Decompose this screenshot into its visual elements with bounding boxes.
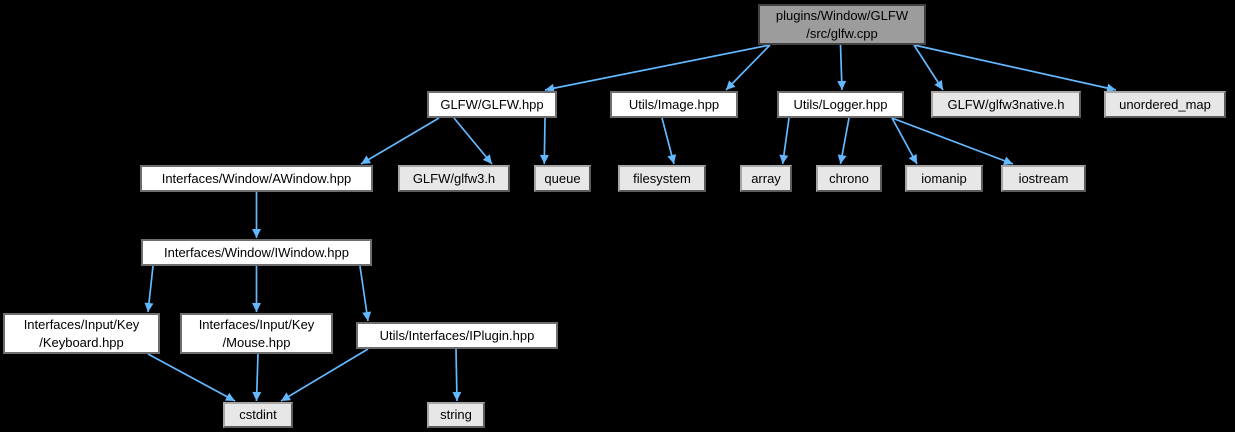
node-iomanip: iomanip [905,165,983,192]
node-label: plugins/Window/GLFW /src/glfw.cpp [775,8,909,41]
edge-logger-hpp-to-array [779,117,790,165]
node-iostream: iostream [1001,165,1086,192]
node-array: array [740,165,792,192]
node-label: iostream [1018,170,1069,186]
node-label: iomanip [921,170,967,186]
node-label: filesystem [633,170,691,186]
edge-root-to-glfw3native-h [913,44,944,91]
edge-iwindow-hpp-to-keyboard-hpp [144,265,154,313]
node-mouse-hpp[interactable]: Interfaces/Input/Key /Mouse.hpp [180,313,333,354]
node-filesystem: filesystem [618,165,706,192]
node-label: Utils/Image.hpp [628,96,720,112]
edge-root-to-logger-hpp [837,44,847,91]
edge-image-hpp-to-filesystem [661,117,677,165]
node-label: Utils/Interfaces/IPlugin.hpp [379,327,535,343]
node-iplugin-hpp[interactable]: Utils/Interfaces/IPlugin.hpp [356,322,558,349]
edge-iplugin-hpp-to-cstdint [280,348,369,402]
edge-glfw-hpp-to-queue [539,117,549,165]
edge-keyboard-hpp-to-cstdint [147,353,236,402]
node-label: Interfaces/Window/AWindow.hpp [161,170,352,186]
node-logger-hpp[interactable]: Utils/Logger.hpp [777,91,904,118]
node-label: Interfaces/Input/Key /Keyboard.hpp [23,317,140,350]
node-keyboard-hpp[interactable]: Interfaces/Input/Key /Keyboard.hpp [3,313,160,354]
node-label: GLFW/GLFW.hpp [440,96,544,112]
node-chrono: chrono [816,165,882,192]
node-glfw3-h: GLFW/glfw3.h [398,165,510,192]
edge-logger-hpp-to-iostream [891,117,1014,166]
node-image-hpp[interactable]: Utils/Image.hpp [610,91,738,118]
node-label: array [751,170,781,186]
node-label: GLFW/glfw3.h [412,170,496,186]
edge-logger-hpp-to-chrono [837,117,850,165]
edge-root-to-unordered-map [913,44,1117,93]
node-queue: queue [534,165,591,192]
edge-logger-hpp-to-iomanip [891,117,918,165]
edge-root-to-glfw-hpp [544,44,771,93]
node-label: chrono [829,170,869,186]
node-label: string [440,407,472,423]
node-label: Interfaces/Input/Key /Mouse.hpp [198,317,315,350]
node-string: string [427,402,485,428]
edge-root-to-image-hpp [725,44,771,91]
node-label: cstdint [239,407,277,423]
node-cstdint: cstdint [223,402,293,428]
node-label: Interfaces/Window/IWindow.hpp [164,244,349,260]
edge-mouse-hpp-to-cstdint [252,353,262,402]
node-glfw3native-h: GLFW/glfw3native.h [931,91,1081,118]
node-awindow-hpp[interactable]: Interfaces/Window/AWindow.hpp [140,165,373,192]
node-glfw-hpp[interactable]: GLFW/GLFW.hpp [427,91,557,118]
node-label: GLFW/glfw3native.h [947,96,1065,112]
node-unordered-map: unordered_map [1104,91,1226,118]
edge-glfw-hpp-to-glfw3-h [453,117,493,165]
edge-iplugin-hpp-to-string [452,348,462,402]
node-label: unordered_map [1119,96,1211,112]
node-label: queue [544,170,581,186]
edge-glfw-hpp-to-awindow-hpp [360,117,440,165]
node-label: Utils/Logger.hpp [793,96,888,112]
node-iwindow-hpp[interactable]: Interfaces/Window/IWindow.hpp [141,239,372,266]
node-root: plugins/Window/GLFW /src/glfw.cpp [758,4,926,45]
edge-iwindow-hpp-to-iplugin-hpp [359,265,372,322]
